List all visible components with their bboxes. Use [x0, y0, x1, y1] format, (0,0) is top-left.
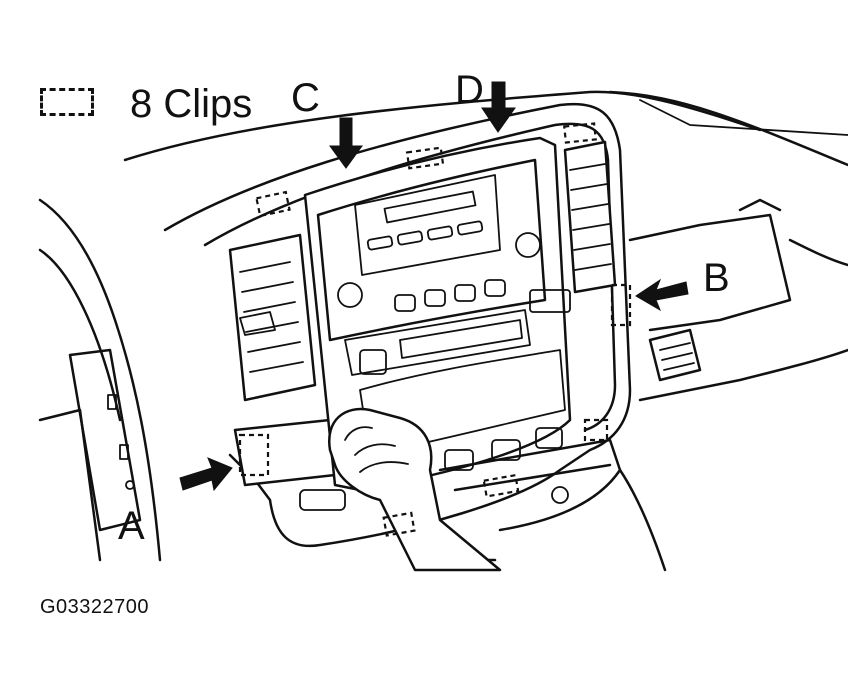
clip-legend-text: 8 Clips [130, 82, 253, 126]
lower-knob [551, 486, 569, 504]
bezel-inner [203, 122, 617, 432]
callout-d: D [455, 68, 484, 112]
radio-preset-buttons [366, 220, 484, 251]
right-bracket-hook [738, 198, 782, 212]
left-door-panel [68, 348, 142, 532]
callout-b: B [703, 256, 730, 300]
hand-finger-3 [359, 461, 409, 473]
hand-finger-1 [344, 426, 373, 441]
tape-deck [344, 309, 531, 376]
clip-marker-5 [583, 418, 609, 442]
connector-pins [659, 342, 695, 371]
left-panel-slot-1 [107, 394, 117, 410]
arrow-a [179, 457, 233, 492]
climate-buttons [444, 427, 563, 471]
radio-unit [316, 158, 547, 342]
clip-marker-7 [382, 511, 416, 537]
right-lower-line [638, 348, 848, 402]
figure-code: G03322700 [40, 596, 150, 618]
left-vent-knob [239, 311, 276, 336]
arrow-c [329, 117, 363, 169]
left-panel-screw [125, 480, 135, 490]
clip-marker-8 [238, 433, 270, 477]
arrow-b [635, 278, 689, 312]
lower-dash-line-2 [453, 463, 612, 492]
radio-volume-knob [337, 282, 363, 308]
connector [648, 328, 702, 382]
left-vent [228, 233, 317, 402]
clip-marker-4 [610, 283, 632, 327]
bezel-outer [163, 102, 632, 548]
left-panel-slot-2 [119, 444, 129, 460]
callout-a: A [118, 504, 145, 548]
left-vent-louvers [239, 261, 304, 373]
console-right-edge [618, 468, 667, 572]
callout-c: C [291, 76, 320, 120]
radio-display [354, 174, 501, 276]
left-lower-line [38, 408, 102, 562]
arrow-d [481, 81, 516, 133]
left-pillar-line [38, 198, 162, 562]
right-vent [563, 140, 617, 294]
right-bracket [628, 213, 792, 332]
radio-tune-knob [515, 232, 541, 258]
clip-marker-1 [255, 190, 291, 218]
lower-left-switch [299, 489, 346, 511]
eject-button [359, 349, 387, 375]
dash-top-right-line [639, 99, 848, 136]
tape-slot [399, 319, 523, 359]
clip-marker-2 [405, 146, 445, 170]
clip-marker-3 [563, 122, 597, 144]
right-vent-louvers [569, 163, 612, 271]
dash-top-edge [123, 90, 762, 162]
right-far-line [788, 238, 848, 267]
left-pillar-inner [38, 248, 122, 422]
dash-top-right-edge [608, 90, 848, 167]
radio-cd-slot [383, 190, 477, 224]
hazard-switch [529, 289, 571, 313]
hand-finger-2 [354, 443, 396, 456]
clip-marker-6 [482, 473, 520, 498]
hand [327, 407, 502, 572]
radio-lower-buttons [394, 279, 506, 312]
clip-legend-symbol [40, 88, 94, 116]
